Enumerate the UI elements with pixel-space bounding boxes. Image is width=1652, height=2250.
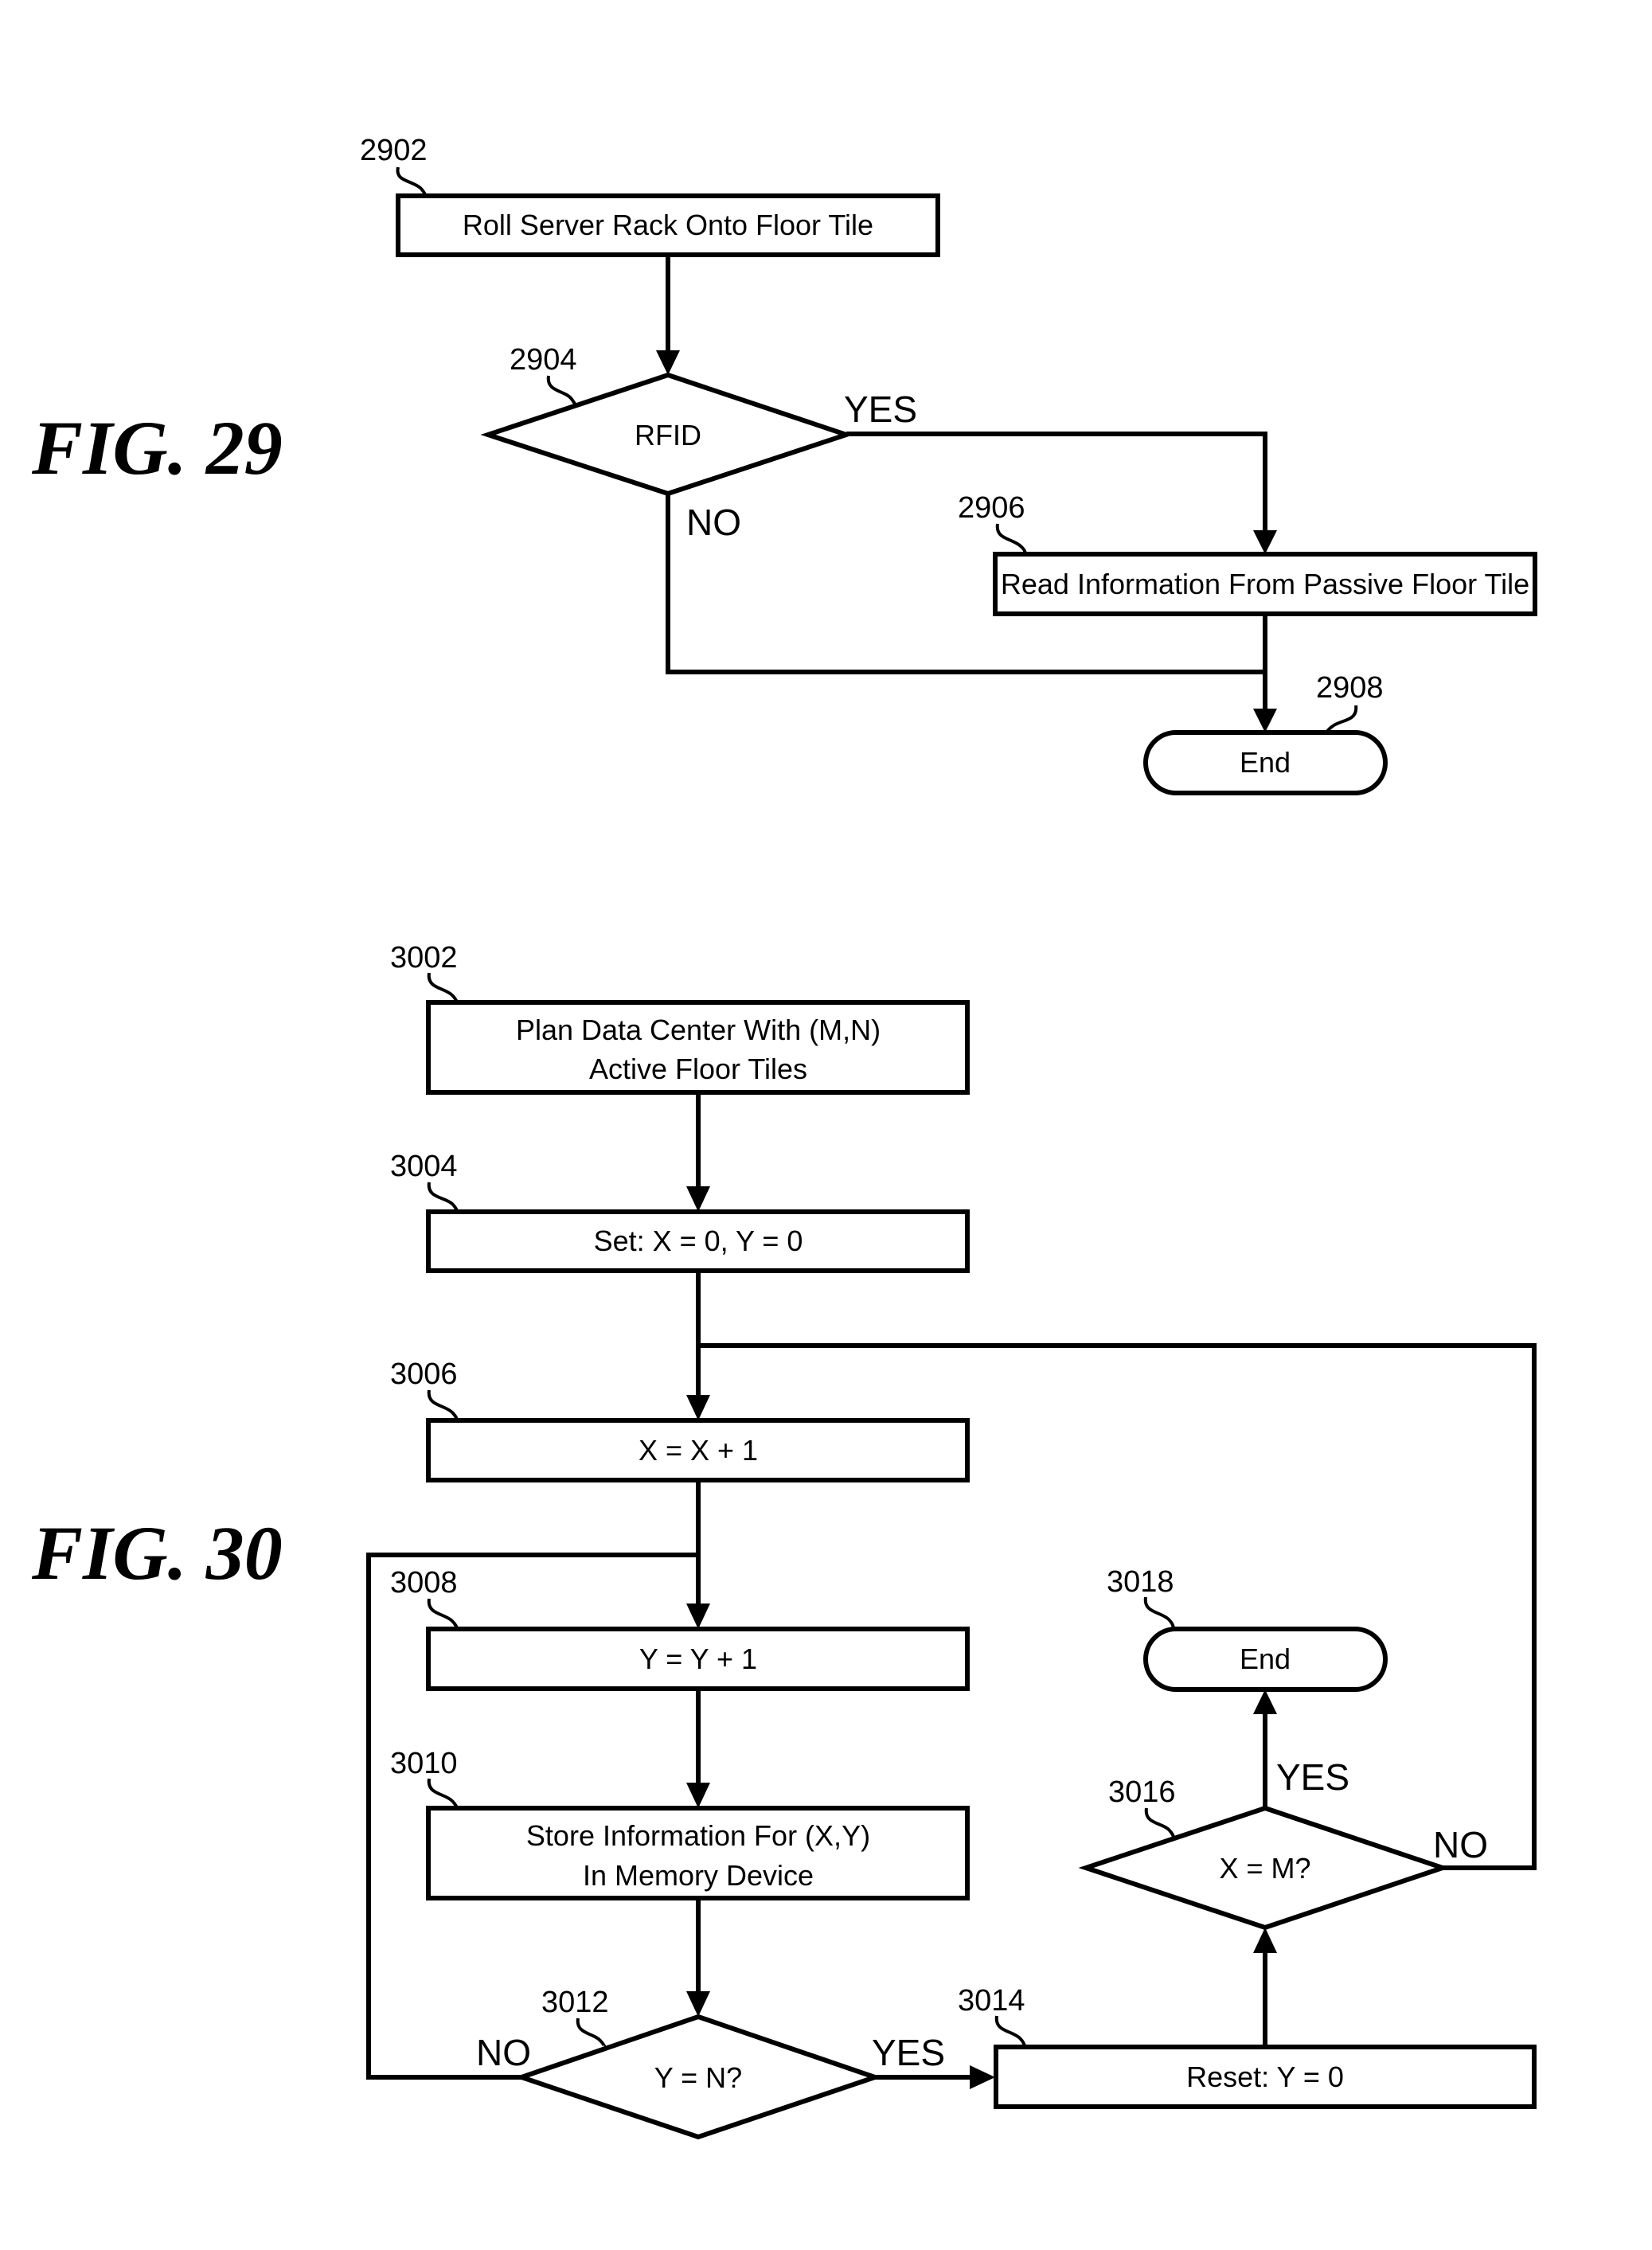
ref-number-3002: 3002 xyxy=(390,941,458,975)
step-3006: 3006 X = X + 1 xyxy=(390,1357,967,1480)
ref-number-3010: 3010 xyxy=(390,1747,458,1780)
step-3010: 3010 Store Information For (X,Y) In Memo… xyxy=(390,1747,967,1898)
leader-line-3016 xyxy=(1146,1808,1174,1838)
ref-number-3014: 3014 xyxy=(958,1984,1025,2018)
branch-label-yes: YES xyxy=(844,389,917,430)
figure-30-label: FIG. 30 xyxy=(31,1510,283,1596)
arrowhead-down-icon xyxy=(1253,709,1277,732)
ref-number-2908: 2908 xyxy=(1316,671,1384,705)
branch-label-3016-yes: YES xyxy=(1276,1756,1349,1798)
ref-number-3018: 3018 xyxy=(1107,1565,1174,1599)
leader-line-3012 xyxy=(578,2018,605,2047)
step-2906: 2906 Read Information From Passive Floor… xyxy=(958,491,1535,614)
leader-line-3010 xyxy=(429,1779,457,1808)
figure-29-label: FIG. 29 xyxy=(31,405,283,490)
decision-text-3016: X = M? xyxy=(1219,1852,1310,1885)
process-text-3014: Reset: Y = 0 xyxy=(1186,2061,1344,2093)
leader-line-3002 xyxy=(429,973,457,1002)
terminator-text-3018: End xyxy=(1240,1643,1291,1675)
connector-yes-2906 xyxy=(846,434,1265,533)
arrowhead-down-icon xyxy=(656,350,680,375)
process-text-3002-line2: Active Floor Tiles xyxy=(589,1053,807,1085)
process-text-3008: Y = Y + 1 xyxy=(639,1643,757,1675)
decision-text-3012: Y = N? xyxy=(654,2061,742,2094)
branch-label-no: NO xyxy=(686,502,741,543)
ref-number-3012: 3012 xyxy=(541,1986,609,2019)
ref-number-3004: 3004 xyxy=(390,1150,458,1183)
step-3014: 3014 Reset: Y = 0 xyxy=(958,1984,1534,2107)
leader-line-3008 xyxy=(429,1599,457,1629)
arrowhead-up-icon xyxy=(1253,1689,1277,1714)
process-text-3004: Set: X = 0, Y = 0 xyxy=(594,1225,803,1257)
leader-line-2908 xyxy=(1326,705,1356,733)
step-3004: 3004 Set: X = 0, Y = 0 xyxy=(390,1150,967,1271)
step-3002: 3002 Plan Data Center With (M,N) Active … xyxy=(390,941,967,1092)
branch-label-3016-no: NO xyxy=(1433,1824,1488,1865)
leader-line-2902 xyxy=(397,167,426,196)
leader-line-3018 xyxy=(1146,1597,1174,1629)
arrowhead-right-icon xyxy=(970,2065,995,2089)
step-2902: 2902 Roll Server Rack Onto Floor Tile xyxy=(360,134,938,255)
leader-line-2906 xyxy=(998,524,1025,554)
branch-label-3012-yes: YES xyxy=(872,2032,945,2073)
arrowhead-down-icon xyxy=(1253,530,1277,554)
figure-29: FIG. 29 2902 Roll Server Rack Onto Floor… xyxy=(31,134,1535,793)
leader-line-3014 xyxy=(997,2016,1025,2047)
ref-number-3016: 3016 xyxy=(1108,1775,1176,1809)
ref-number-2904: 2904 xyxy=(510,343,577,377)
terminator-text-2908: End xyxy=(1240,746,1291,779)
arrowhead-up-icon xyxy=(1253,1928,1277,1953)
step-3008: 3008 Y = Y + 1 xyxy=(390,1566,967,1689)
process-text-2906: Read Information From Passive Floor Tile xyxy=(1001,568,1529,600)
ref-number-2906: 2906 xyxy=(958,491,1025,525)
branch-label-3012-no: NO xyxy=(476,2032,531,2073)
process-text-3002-line1: Plan Data Center With (M,N) xyxy=(516,1014,881,1046)
process-text-2902: Roll Server Rack Onto Floor Tile xyxy=(463,209,873,241)
figure-30: FIG. 30 3002 Plan Data Center With (M,N)… xyxy=(31,941,1534,2137)
step-3018: 3018 End xyxy=(1107,1565,1385,1689)
arrowhead-down-icon xyxy=(686,1186,710,1212)
ref-number-3006: 3006 xyxy=(390,1357,458,1391)
leader-line-3004 xyxy=(429,1182,457,1212)
process-text-3010-line2: In Memory Device xyxy=(583,1859,814,1892)
process-text-3006: X = X + 1 xyxy=(639,1434,758,1467)
arrowhead-down-icon xyxy=(686,1991,710,2017)
leader-line-2904 xyxy=(549,376,576,405)
ref-number-3008: 3008 xyxy=(390,1566,458,1600)
arrowhead-down-icon xyxy=(686,1783,710,1808)
process-text-3010-line1: Store Information For (X,Y) xyxy=(526,1819,870,1852)
decision-text-2904: RFID xyxy=(635,419,701,451)
leader-line-3006 xyxy=(429,1390,457,1420)
ref-number-2902: 2902 xyxy=(360,134,428,167)
arrowhead-down-icon xyxy=(686,1395,710,1420)
arrowhead-down-icon xyxy=(686,1604,710,1629)
